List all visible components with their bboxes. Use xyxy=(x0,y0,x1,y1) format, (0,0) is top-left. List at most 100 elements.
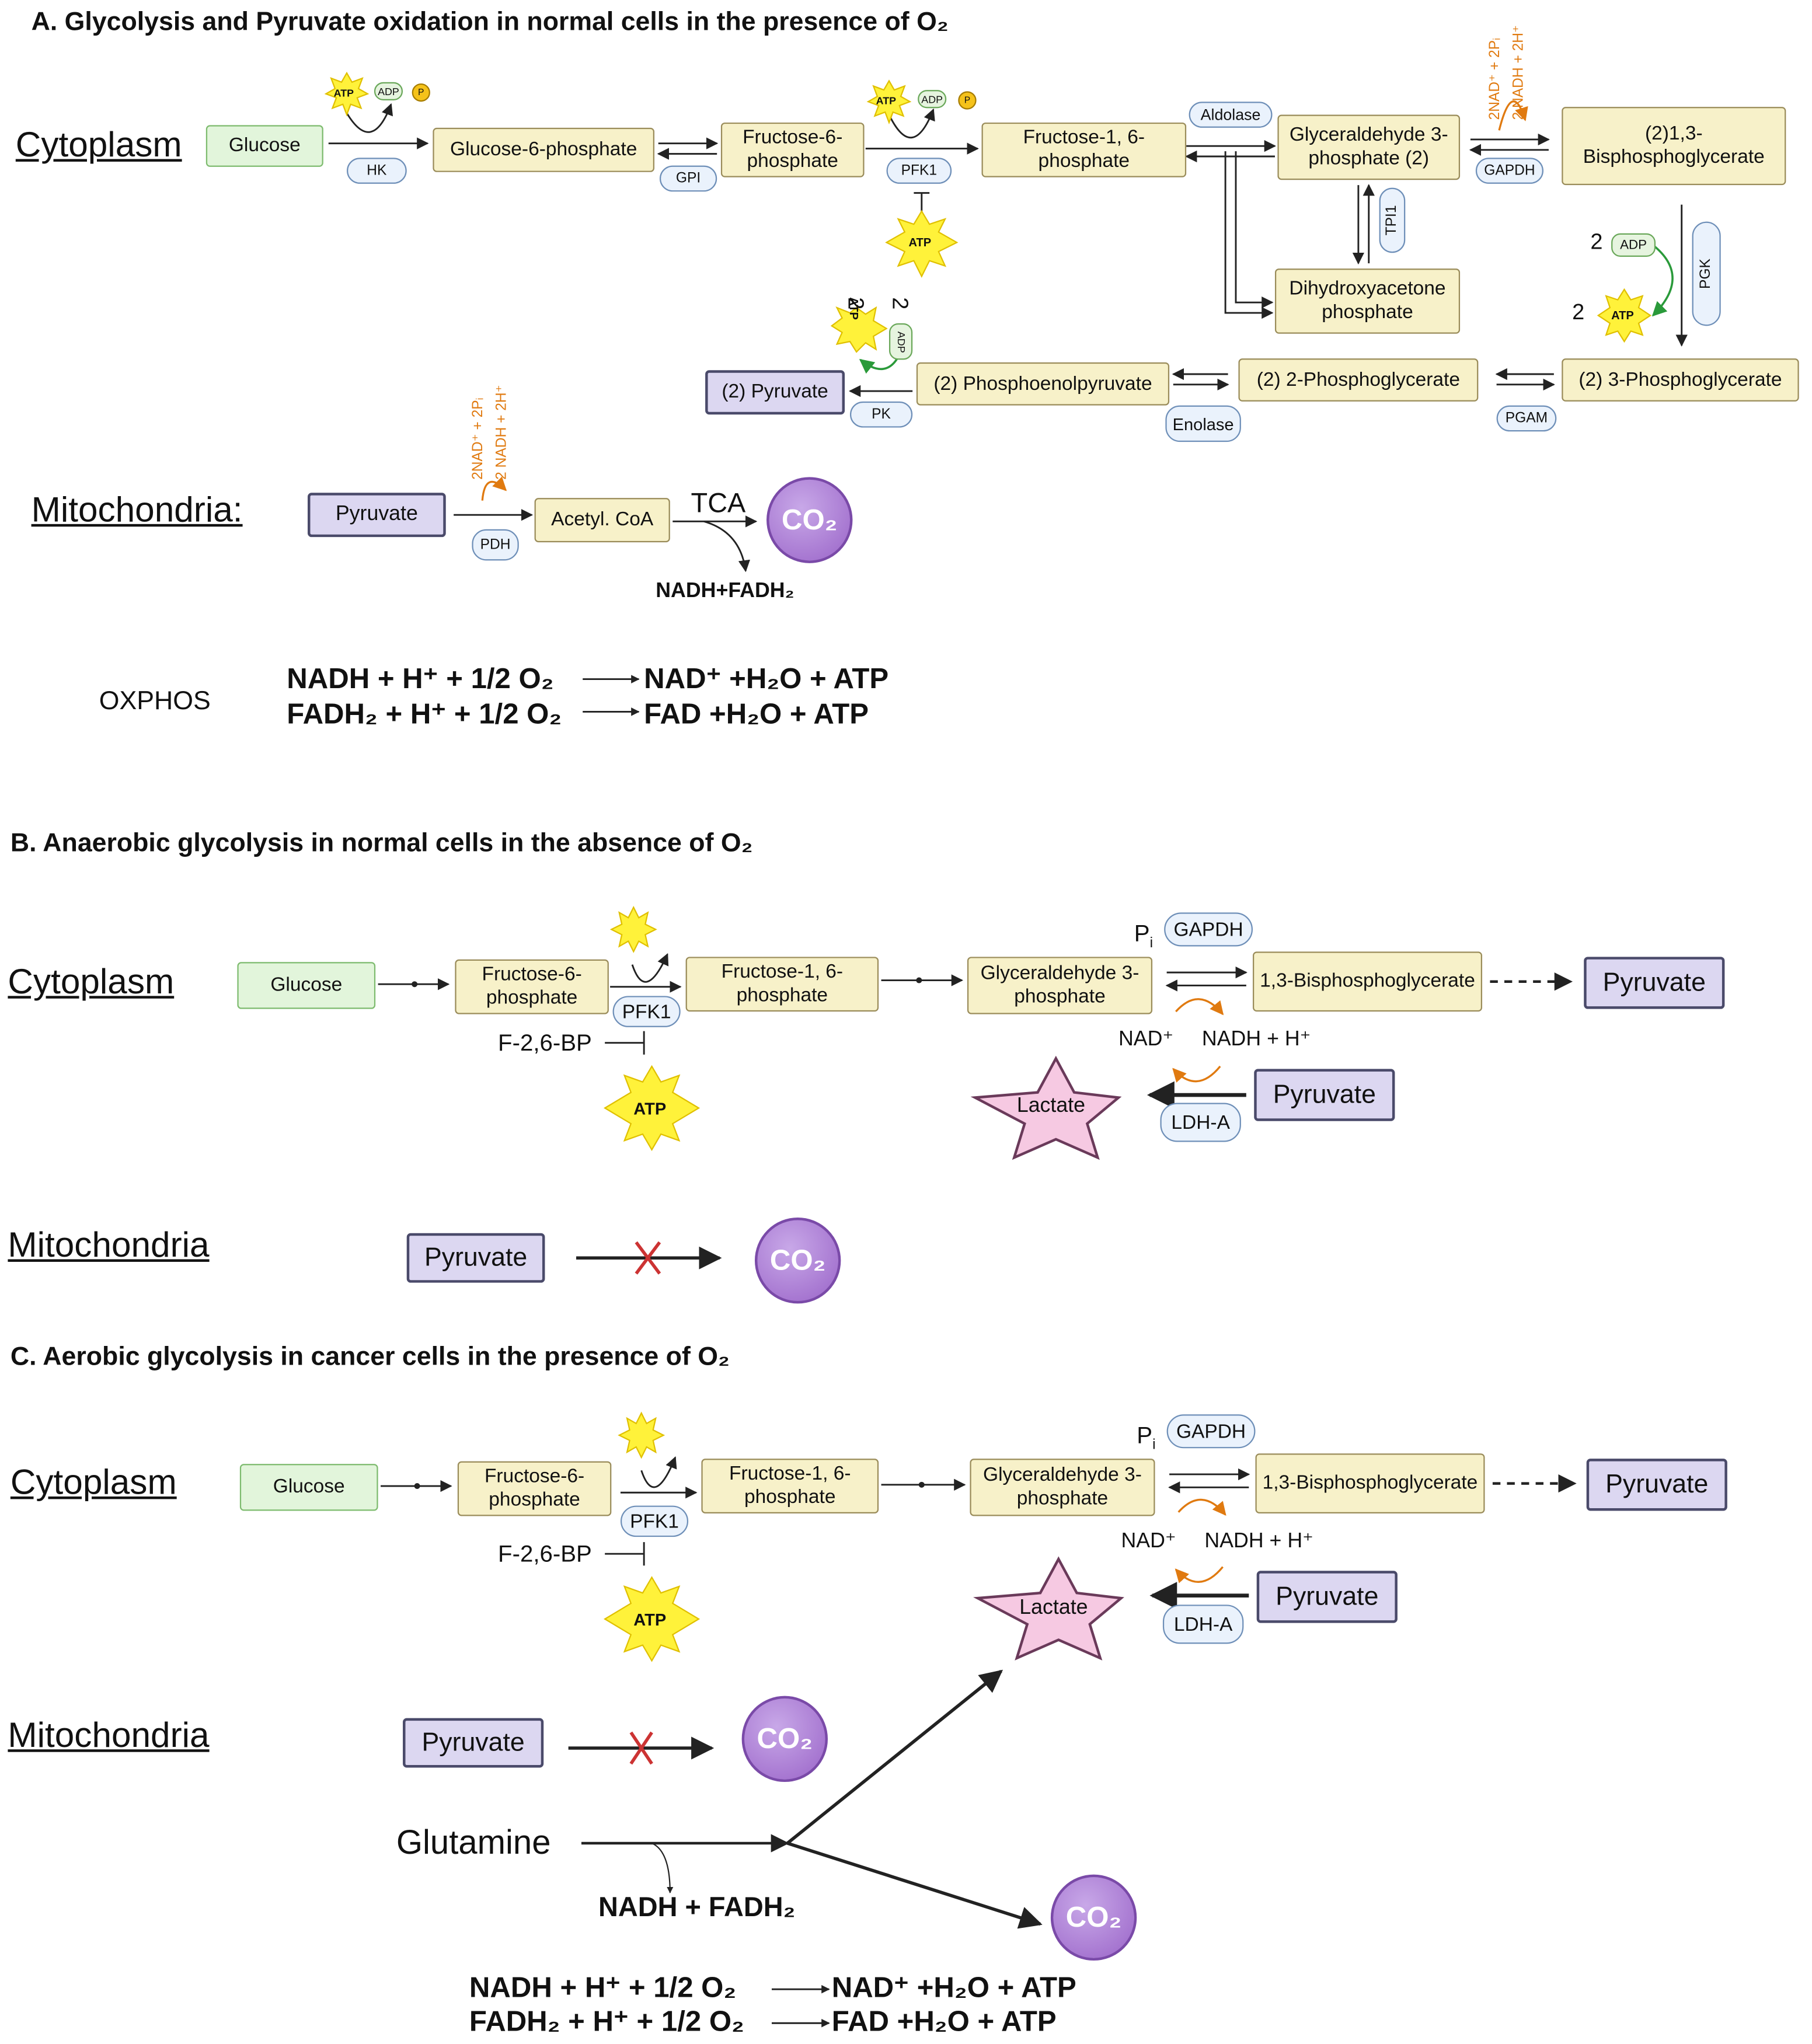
b-lactate: Lactate xyxy=(1016,1095,1086,1118)
c-eq2-left: FADH₂ + H⁺ + 1/2 O₂ xyxy=(469,2004,744,2038)
section-a-title: A. Glycolysis and Pyruvate oxidation in … xyxy=(31,8,949,37)
a-mito-pyruvate: Pyruvate xyxy=(308,493,446,538)
enzyme-pgk: PGK xyxy=(1692,221,1721,326)
c-pyruvate-end: Pyruvate xyxy=(1586,1459,1727,1511)
c-co2-glutamine: CO₂ xyxy=(1050,1874,1137,1961)
b-pi-letter: P xyxy=(1134,920,1150,947)
a-glucose: Glucose xyxy=(205,125,323,167)
c-pyruvate-ldh: Pyruvate xyxy=(1256,1571,1398,1623)
b-1-3-bisphosphoglycerate: 1,3-Bisphosphoglycerate xyxy=(1253,951,1483,1012)
adp-label-a-pgk: ADP xyxy=(1611,233,1656,257)
b-pyruvate-end: Pyruvate xyxy=(1584,957,1725,1009)
enzyme-enolase: Enolase xyxy=(1165,405,1241,442)
a-two-pk-atp-count: 2 xyxy=(843,297,869,310)
b-pi-subscript: i xyxy=(1149,935,1154,951)
c-cytoplasm-label: Cytoplasm xyxy=(10,1462,177,1502)
enzyme-pgam: PGAM xyxy=(1496,405,1557,432)
lactate-star-c xyxy=(973,1556,1124,1661)
b-nadh: NADH + H⁺ xyxy=(1201,1028,1311,1051)
enzyme-gpi: GPI xyxy=(659,165,717,192)
a-fructose-1-6-phosphate: Fructose-1, 6-phosphate xyxy=(981,122,1187,177)
atp-label-a-inhib: ATP xyxy=(908,236,932,249)
atp-burst-a-pk xyxy=(830,306,888,353)
b-fructose-1-6-phosphate: Fructose-1, 6-phosphate xyxy=(685,957,879,1012)
enzyme-aldolase: Aldolase xyxy=(1189,102,1273,128)
c-blocked-mark xyxy=(629,1731,653,1765)
c-co2-blocked: CO₂ xyxy=(741,1696,828,1783)
atp-burst-b-inhib xyxy=(603,1065,701,1152)
atp-label-a-pgk: ATP xyxy=(1611,309,1634,322)
c-1-3-bisphosphoglycerate: 1,3-Bisphosphoglycerate xyxy=(1255,1453,1485,1513)
adp-label-a-pk: ADP xyxy=(888,323,913,360)
a-pdh-cofactor-in: 2NAD⁺ + 2Pᵢ xyxy=(471,397,486,480)
a-eq2-left: FADH₂ + H⁺ + 1/2 O₂ xyxy=(287,697,562,730)
section-c-title: C. Aerobic glycolysis in cancer cells in… xyxy=(10,1342,730,1372)
c-nadh-fadh2: NADH + FADH₂ xyxy=(598,1892,796,1923)
enzyme-pfk1: PFK1 xyxy=(886,158,952,184)
a-fructose-6-phosphate: Fructose-6-phosphate xyxy=(720,122,865,177)
a-dihydroxyacetone-phosphate: Dihydroxyacetone phosphate xyxy=(1274,268,1461,334)
a-glucose-6-phosphate: Glucose-6-phosphate xyxy=(433,127,655,172)
b-mito-pyruvate: Pyruvate xyxy=(406,1233,545,1283)
c-pi-letter: P xyxy=(1137,1422,1153,1449)
c-glyceraldehyde-3-phosphate: Glyceraldehyde 3-phosphate xyxy=(970,1459,1155,1516)
c-eq1-right: NAD⁺ +H₂O + ATP xyxy=(831,1970,1076,2004)
enzyme-pdh: PDH xyxy=(472,529,519,561)
a-gapdh-cofactor-out: 2 NADH + 2H⁺ xyxy=(1511,25,1527,120)
c-eq1-left: NADH + H⁺ + 1/2 O₂ xyxy=(469,1970,737,2004)
a-phosphoenolpyruvate: (2) Phosphoenolpyruvate xyxy=(916,362,1170,406)
b-enzyme-ldha: LDH-A xyxy=(1160,1103,1241,1142)
a-eq2-right: FAD +H₂O + ATP xyxy=(644,697,869,730)
phosphate-icon: P xyxy=(412,83,430,102)
atp-burst-a-hk xyxy=(324,71,370,117)
c-eq2-right: FAD +H₂O + ATP xyxy=(831,2004,1057,2038)
atp-burst-b-pfk xyxy=(609,905,657,953)
a-acetyl-coa: Acetyl. CoA xyxy=(534,498,670,543)
a-oxphos-label: OXPHOS xyxy=(99,687,211,716)
a-glyceraldehyde-3-phosphate: Glyceraldehyde 3-phosphate (2) xyxy=(1277,114,1461,180)
a-tca-label: TCA xyxy=(691,489,746,519)
c-nadh: NADH + H⁺ xyxy=(1204,1530,1314,1553)
a-eq1-right: NAD⁺ +H₂O + ATP xyxy=(644,662,889,695)
c-lactate: Lactate xyxy=(1019,1596,1088,1619)
c-fructose-1-6-phosphate: Fructose-1, 6-phosphate xyxy=(701,1459,879,1513)
b-co2: CO₂ xyxy=(754,1217,841,1304)
a-eq1-left: NADH + H⁺ + 1/2 O₂ xyxy=(287,662,554,695)
c-enzyme-ldha: LDH-A xyxy=(1162,1604,1244,1644)
a-gapdh-cofactor-in: 2NAD⁺ + 2Pᵢ xyxy=(1487,38,1503,120)
enzyme-hk: HK xyxy=(347,158,407,184)
a-pyruvate: (2) Pyruvate xyxy=(705,370,845,415)
b-atp-inhibitor-label: ATP xyxy=(633,1098,667,1119)
b-enzyme-pfk1: PFK1 xyxy=(612,996,681,1027)
c-glucose: Glucose xyxy=(239,1464,378,1511)
a-pdh-cofactor-out: 2 NADH + 2H⁺ xyxy=(494,385,510,480)
atp-burst-a-pfk xyxy=(866,79,912,125)
c-f26bp: F-2,6-BP xyxy=(498,1540,592,1567)
c-glutamine: Glutamine xyxy=(396,1822,551,1862)
enzyme-pk: PK xyxy=(849,401,913,428)
a-2-phosphoglycerate: (2) 2-Phosphoglycerate xyxy=(1238,358,1479,402)
b-glucose: Glucose xyxy=(237,962,376,1009)
b-pyruvate-ldh: Pyruvate xyxy=(1254,1069,1395,1121)
atp-burst-shapes xyxy=(324,71,1652,1662)
enzyme-tpi1: TPI1 xyxy=(1379,187,1406,253)
a-1-3-bisphosphoglycerate: (2)1,3-Bisphosphoglycerate xyxy=(1562,107,1786,186)
lactate-star-b xyxy=(970,1055,1122,1160)
b-pi-label: Pi xyxy=(1134,920,1153,951)
c-arrows xyxy=(381,1456,1577,2028)
phosphate-icon: P xyxy=(958,91,977,110)
a-3-phosphoglycerate: (2) 3-Phosphoglycerate xyxy=(1562,358,1799,402)
a-two-adp-count: 2 xyxy=(1590,229,1603,254)
atp-burst-c-inhib xyxy=(603,1576,701,1662)
b-glyceraldehyde-3-phosphate: Glyceraldehyde 3-phosphate xyxy=(967,957,1153,1014)
atp-label-a-pfk: ATP xyxy=(876,95,897,107)
c-atp-inhibitor-label: ATP xyxy=(633,1610,667,1630)
atp-burst-a-inhib xyxy=(885,210,959,278)
c-pi-subscript: i xyxy=(1152,1437,1156,1453)
a-two-atp-count: 2 xyxy=(1572,299,1585,325)
c-pi-label: Pi xyxy=(1137,1422,1155,1453)
a-nadh-fadh2: NADH+FADH₂ xyxy=(656,580,795,602)
b-cytoplasm-label: Cytoplasm xyxy=(8,962,175,1002)
atp-burst-c-pfk xyxy=(618,1411,665,1459)
c-enzyme-pfk1: PFK1 xyxy=(620,1505,689,1537)
